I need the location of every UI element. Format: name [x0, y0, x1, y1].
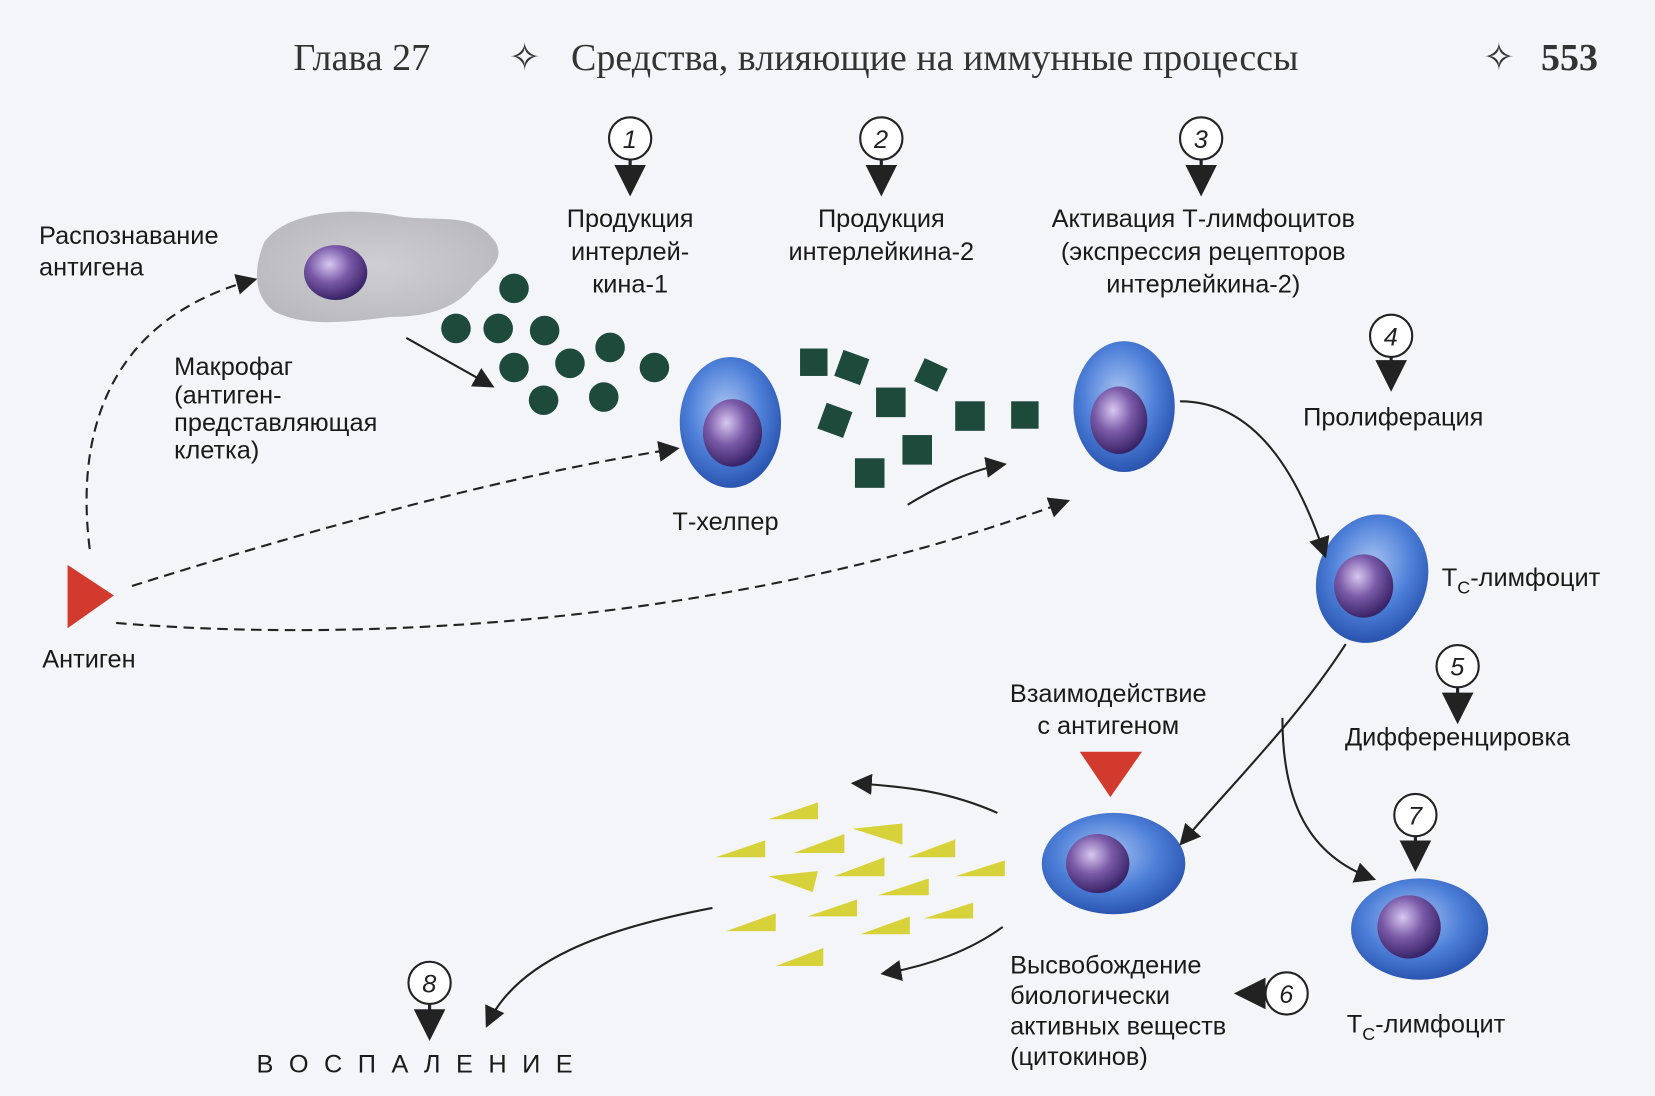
step-4-label: Пролиферация	[1303, 404, 1483, 432]
interleukin-1-particles	[441, 273, 670, 416]
tc-lymphocyte-label: TC-лимфоцит	[1442, 564, 1601, 597]
macrophage-label: представляющая	[174, 409, 377, 437]
step-marker-2: 2	[859, 116, 904, 197]
separator-icon: ✧	[509, 37, 541, 79]
antigen-triangle-icon	[1079, 751, 1143, 798]
step-6-label: биологически	[1010, 982, 1170, 1010]
interaction-label: Взаимодействие	[1010, 680, 1207, 708]
tc-lymphocyte-cell	[1315, 514, 1429, 643]
effector-cell	[1041, 812, 1186, 915]
step-marker-3: 3	[1178, 116, 1224, 197]
svg-text:2: 2	[873, 126, 888, 154]
step-1-label: интерлей-	[571, 238, 689, 266]
step-marker-6: 6	[1233, 971, 1309, 1016]
step-marker-1: 1	[607, 116, 653, 197]
step-1-label: Продукция	[567, 205, 694, 233]
chapter-title: Средства, влияющие на иммунные процессы	[571, 37, 1299, 79]
interleukin-2-particles	[800, 348, 1039, 488]
page-number: 553	[1541, 37, 1598, 79]
macrophage-label: клетка)	[174, 436, 259, 464]
recognition-label: Распознавание	[39, 222, 219, 250]
step-marker-4: 4	[1368, 313, 1414, 392]
svg-text:4: 4	[1384, 323, 1398, 351]
antigen-label: Антиген	[42, 645, 135, 673]
macrophage-cell	[256, 211, 499, 323]
antigen-triangle-icon	[67, 564, 114, 629]
step-2-label: Продукция	[818, 205, 945, 233]
step-6-label: Высвобождение	[1010, 951, 1201, 979]
macrophage-label: Макрофаг	[174, 353, 293, 381]
step-2-label: интерлейкина-2	[789, 238, 975, 266]
inflammation-label: В О С П А Л Е Н И Е	[256, 1051, 576, 1079]
step-6-label: (цитокинов)	[1010, 1043, 1148, 1071]
svg-text:8: 8	[422, 970, 436, 998]
step-marker-5: 5	[1435, 644, 1480, 725]
separator-icon: ✧	[1483, 37, 1515, 79]
svg-text:3: 3	[1194, 126, 1208, 154]
svg-text:1: 1	[623, 126, 637, 154]
chapter-label: Глава 27	[293, 37, 430, 79]
step-3-label: (экспрессия рецепторов	[1061, 238, 1346, 266]
svg-text:7: 7	[1408, 803, 1423, 831]
page-header: Глава 27 ✧ Средства, влияющие на иммунны…	[293, 37, 1598, 79]
cytokine-particles	[715, 802, 1005, 966]
tc-lymphocyte-label: TC-лимфоцит	[1347, 1010, 1506, 1043]
t-helper-label: Т-хелпер	[672, 508, 778, 536]
step-marker-7: 7	[1393, 792, 1438, 873]
step-3-label: интерлейкина-2)	[1106, 271, 1300, 299]
svg-text:5: 5	[1450, 654, 1465, 682]
interaction-label: с антигеном	[1037, 712, 1179, 740]
process-arrows	[405, 337, 1377, 1028]
recognition-label: антигена	[39, 254, 145, 282]
tc-lymphocyte-cell	[1351, 878, 1489, 980]
step-marker-8: 8	[407, 960, 452, 1041]
step-5-label: Дифференцировка	[1345, 723, 1571, 751]
macrophage-label: (антиген-	[174, 381, 281, 409]
step-1-label: кина-1	[592, 271, 668, 299]
activated-t-cell	[1073, 341, 1175, 473]
svg-text:6: 6	[1279, 981, 1294, 1009]
antigen-dashed-arrows	[85, 274, 1070, 632]
t-helper-cell	[679, 356, 782, 488]
step-3-label: Активация Т-лимфоцитов	[1052, 205, 1355, 233]
step-6-label: активных веществ	[1010, 1013, 1226, 1041]
